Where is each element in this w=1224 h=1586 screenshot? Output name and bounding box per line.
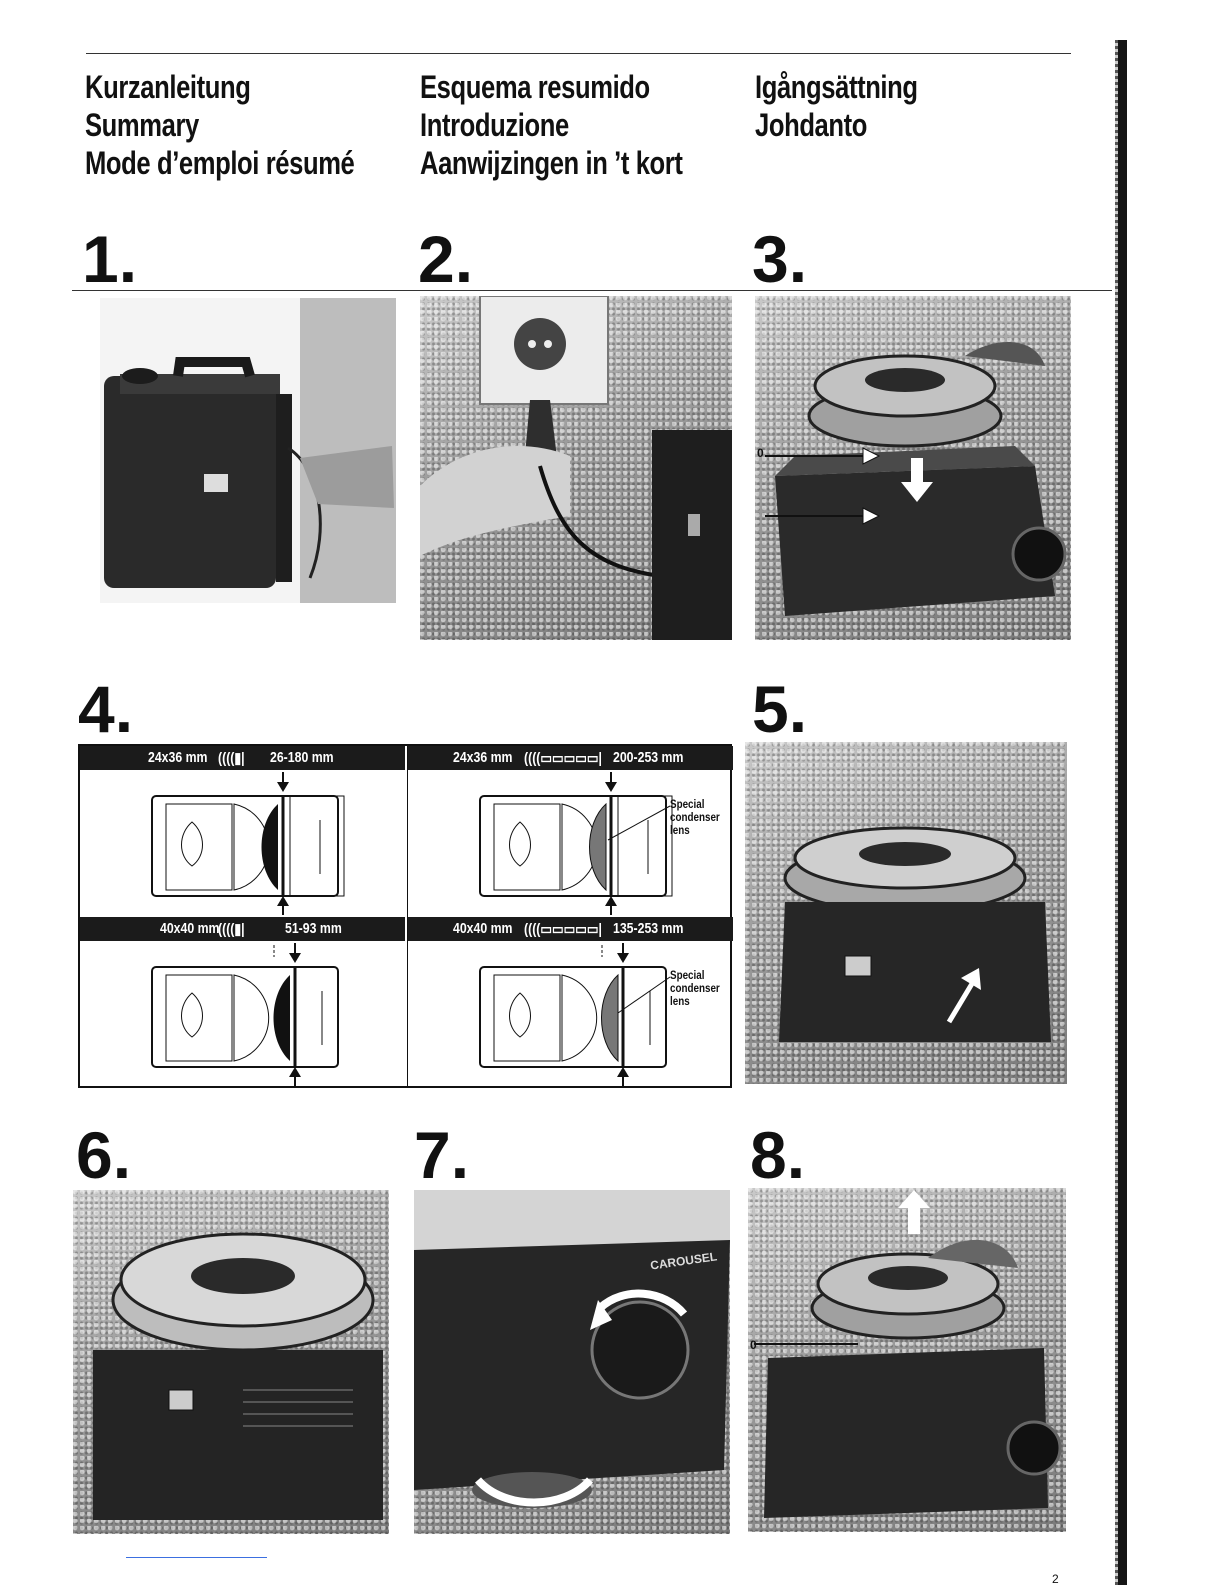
fig4-header-bar: 40x40 mm ((((▮| 51-93 mm bbox=[80, 917, 405, 941]
step-number-2: 2. bbox=[418, 222, 474, 296]
step-number-3: 3. bbox=[752, 222, 808, 296]
special-condenser-note: Special condenser lens bbox=[670, 797, 720, 837]
zoom-lens-icon: ((((▮| bbox=[218, 921, 245, 938]
page-number: 2 bbox=[1052, 1572, 1059, 1586]
binding-edge bbox=[1115, 40, 1127, 1585]
step-number-4: 4. bbox=[78, 672, 134, 746]
lens-range-label: 51-93 mm bbox=[285, 920, 342, 937]
scan-artifact-line bbox=[126, 1557, 267, 1558]
step8-photo-remove-tray: 0 bbox=[748, 1188, 1066, 1532]
step2-illustration bbox=[420, 296, 732, 640]
top-rule bbox=[86, 53, 1071, 54]
step-number-7: 7. bbox=[414, 1118, 470, 1192]
fig4-diagram-special-condenser-40 bbox=[479, 943, 671, 1086]
steps-rule bbox=[72, 290, 1112, 291]
zoom-lens-icon: ((((▭▭▭▭▭| bbox=[524, 750, 602, 767]
lens-range-label: 26-180 mm bbox=[270, 749, 334, 766]
step6-illustration bbox=[93, 1232, 383, 1520]
slide-format-label: 40x40 mm bbox=[160, 920, 220, 937]
step6-photo-projector-front bbox=[73, 1190, 389, 1534]
step8-illustration bbox=[754, 1190, 1062, 1518]
zoom-lens-icon: ((((▭▭▭▭▭| bbox=[524, 921, 602, 938]
heading-nl: Aanwijzingen in ’t kort bbox=[420, 145, 683, 181]
step3-illustration bbox=[765, 342, 1067, 616]
fig4-diagram-standard-condenser-40 bbox=[151, 943, 339, 1086]
fig4-cell-24x36-26-180: 24x36 mm ((((▮| 26-180 mm bbox=[80, 746, 405, 917]
step2-photo-plug-socket bbox=[420, 296, 732, 640]
fig4-header-bar: 40x40 mm ((((▭▭▭▭▭| 135-253 mm bbox=[408, 917, 733, 941]
heading-column-1: Kurzanleitung Summary Mode d’emploi résu… bbox=[85, 68, 422, 182]
step-number-5: 5. bbox=[752, 672, 808, 746]
heading-column-3: Igångsättning Johdanto bbox=[755, 68, 958, 144]
step1-photo-projector-carry bbox=[100, 298, 396, 603]
heading-es: Esquema resumido bbox=[420, 69, 650, 105]
step1-illustration bbox=[104, 298, 396, 603]
lens-condenser-table: 24x36 mm ((((▮| 26-180 mm 24x36 mm ((((▭… bbox=[78, 744, 733, 1088]
fig4-cell-40x40-51-93: 40x40 mm ((((▮| 51-93 mm bbox=[80, 917, 405, 1088]
special-condenser-note: Special condenser lens bbox=[670, 968, 720, 1008]
fig4-cell-24x36-200-253: 24x36 mm ((((▭▭▭▭▭| 200-253 mm Special c… bbox=[407, 746, 733, 917]
heading-en: Summary bbox=[85, 107, 199, 143]
heading-it: Introduzione bbox=[420, 107, 569, 143]
fig4-cell-40x40-135-253: 40x40 mm ((((▭▭▭▭▭| 135-253 mm Special c… bbox=[407, 917, 733, 1088]
heading-fi: Johdanto bbox=[755, 107, 867, 143]
step-number-1: 1. bbox=[82, 222, 138, 296]
step5-illustration bbox=[779, 826, 1051, 1042]
zoom-lens-icon: ((((▮| bbox=[218, 750, 245, 767]
fig4-diagram-standard-condenser bbox=[151, 772, 345, 915]
step8-zero-marker: 0 bbox=[750, 1338, 757, 1352]
lens-range-label: 200-253 mm bbox=[613, 749, 684, 766]
step3-photo-place-tray: 0 bbox=[755, 296, 1071, 640]
slide-format-label: 40x40 mm bbox=[453, 920, 513, 937]
step5-photo-tray-on-projector bbox=[745, 742, 1067, 1084]
slide-format-label: 24x36 mm bbox=[148, 749, 208, 766]
heading-sv: Igångsättning bbox=[755, 69, 918, 105]
heading-de: Kurzanleitung bbox=[85, 69, 251, 105]
step-number-6: 6. bbox=[76, 1118, 132, 1192]
slide-format-label: 24x36 mm bbox=[453, 749, 513, 766]
lens-range-label: 135-253 mm bbox=[613, 920, 684, 937]
step3-zero-marker: 0 bbox=[757, 446, 764, 460]
step-number-8: 8. bbox=[750, 1118, 806, 1192]
heading-fr: Mode d’emploi résumé bbox=[85, 145, 355, 181]
fig4-header-bar: 24x36 mm ((((▭▭▭▭▭| 200-253 mm bbox=[408, 746, 733, 770]
step7-illustration bbox=[414, 1190, 730, 1508]
heading-column-2: Esquema resumido Introduzione Aanwijzing… bbox=[420, 68, 748, 182]
fig4-diagram-special-condenser bbox=[479, 772, 673, 915]
fig4-header-bar: 24x36 mm ((((▮| 26-180 mm bbox=[80, 746, 405, 770]
step7-photo-focus-adjust: CAROUSEL bbox=[414, 1190, 730, 1534]
